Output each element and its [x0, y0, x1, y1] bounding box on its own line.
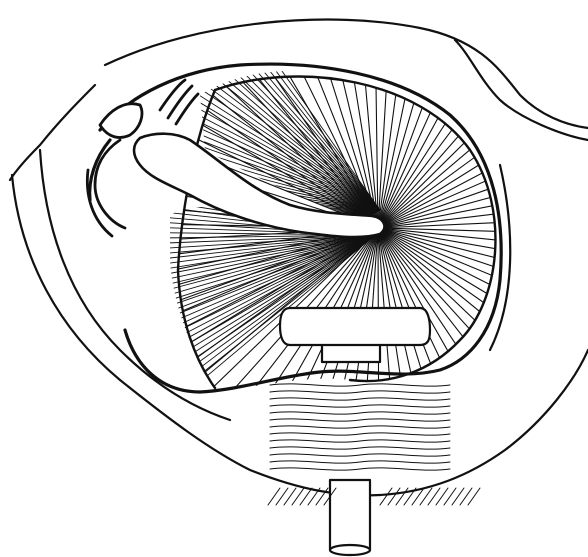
canal-hatch-line — [270, 461, 450, 463]
canal-hatch-line — [270, 419, 450, 421]
radial-fiber — [378, 0, 588, 228]
radial-fiber — [378, 228, 588, 285]
radial-fiber — [378, 0, 557, 228]
canal-floor-hatching — [270, 384, 450, 470]
radial-fiber — [378, 228, 588, 472]
tube-base-hatching — [268, 488, 480, 505]
radial-fiber — [378, 228, 379, 557]
ventilation-tube — [280, 308, 430, 555]
radial-fiber — [378, 228, 541, 515]
radial-fiber — [373, 0, 378, 228]
radial-fiber — [378, 228, 403, 557]
radial-fiber — [196, 228, 378, 503]
radial-fiber — [378, 228, 581, 488]
canal-hatch-line — [270, 468, 450, 470]
radial-fiber — [378, 14, 588, 228]
radial-fiber — [378, 228, 562, 502]
flaccida-fiber — [234, 45, 380, 210]
canal-hatch-line — [270, 391, 450, 393]
canal-hatch-line — [270, 405, 450, 407]
canal-hatch-line — [270, 426, 450, 428]
radial-fiber — [378, 0, 588, 228]
canal-hatch-line — [270, 398, 450, 400]
canal-hatch-line — [270, 384, 450, 386]
canal-hatch-line — [270, 454, 450, 456]
canal-hatch-line — [270, 433, 450, 435]
posterior-fiber — [153, 235, 375, 294]
canal-hatch-line — [270, 440, 450, 442]
canal-hatch-line — [270, 447, 450, 449]
canal-hatch-line — [270, 412, 450, 414]
